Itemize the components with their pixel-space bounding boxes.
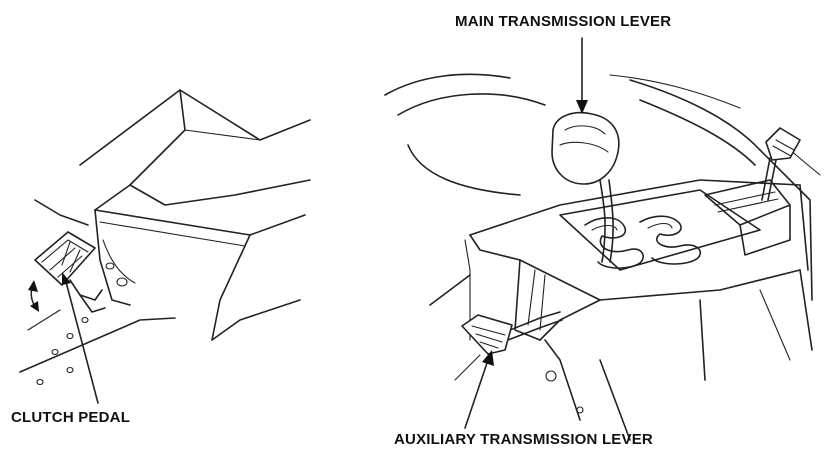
right-illustration [385,38,820,440]
clutch-pedal-label: CLUTCH PEDAL [11,410,130,425]
main-transmission-lever-label: MAIN TRANSMISSION LEVER [455,14,671,29]
auxiliary-transmission-lever-label: AUXILIARY TRANSMISSION LEVER [394,432,653,447]
left-illustration [20,90,310,403]
